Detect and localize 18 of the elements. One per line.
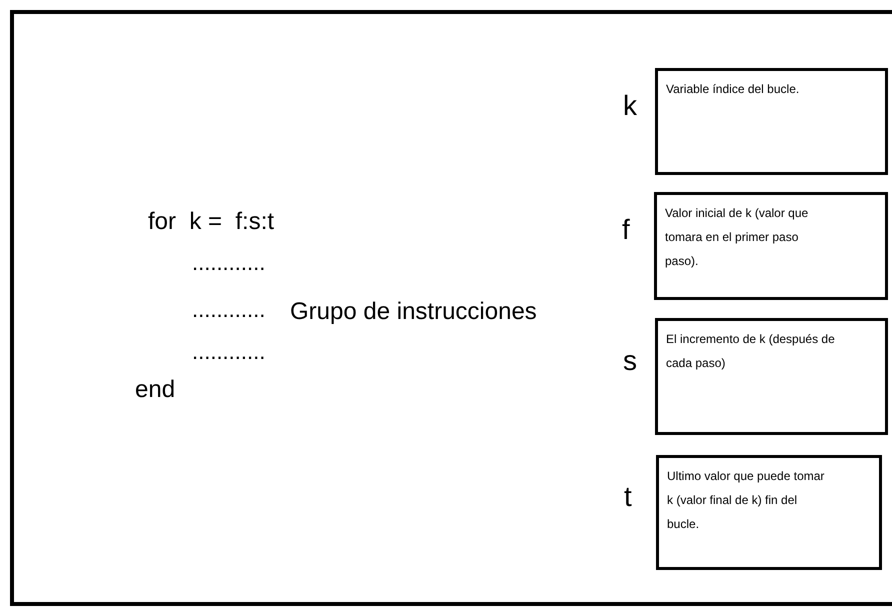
description-box (654, 192, 888, 300)
description-text: El incremento de k (después de cada paso) (666, 331, 835, 372)
annotation-text: Grupo de instrucciones (290, 297, 537, 327)
description-text: Variable índice del bucle. (666, 81, 800, 98)
description-box (656, 455, 882, 570)
fill-in-line: ............ (192, 249, 266, 277)
code-line: for k = f:s:t (148, 207, 274, 237)
fill-in-line: ............ (192, 296, 266, 324)
variable-letter: s (623, 346, 637, 374)
description-box (655, 318, 888, 435)
variable-letter: k (623, 92, 637, 120)
description-text: Ultimo valor que puede tomar k (valor final de k) fin del bucle. (667, 468, 826, 533)
variable-letter: t (624, 482, 632, 510)
description-box (655, 68, 888, 175)
code-line: end (135, 375, 176, 405)
variable-letter: f (622, 216, 630, 244)
description-text: Valor inicial de k (valor que tomara en el primer paso paso). (665, 205, 810, 270)
fill-in-line: ............ (192, 338, 266, 366)
